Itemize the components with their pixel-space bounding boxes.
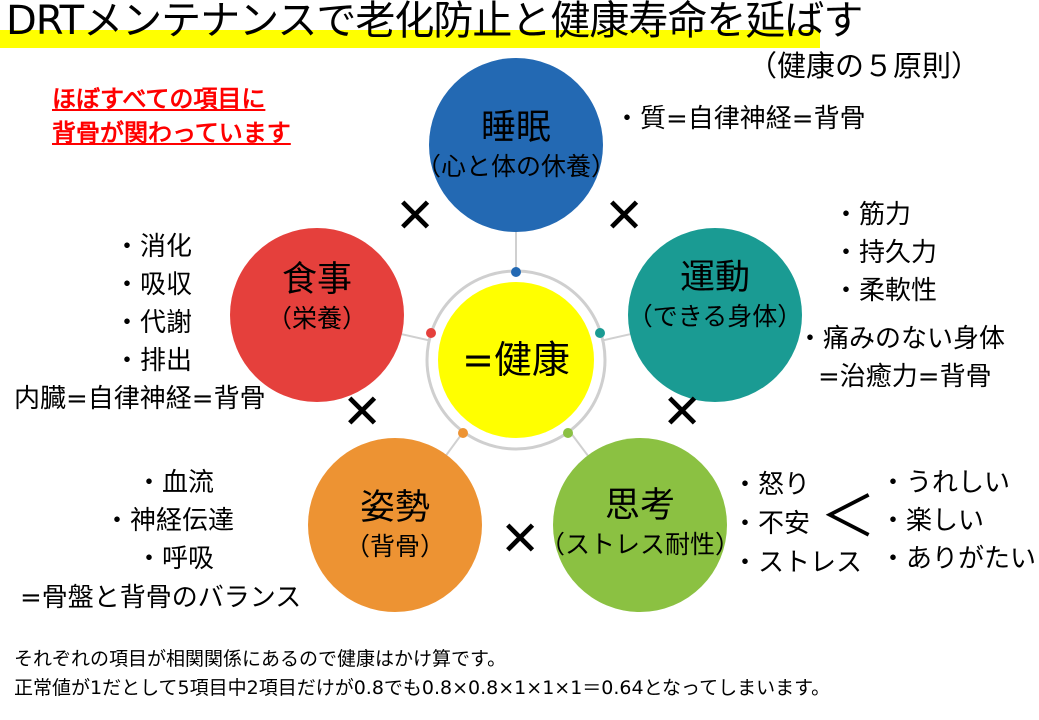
thinking-neg-3: ・ストレス xyxy=(732,548,863,578)
node-exercise: 運動 （できる身体） xyxy=(627,258,803,331)
node-thinking-title: 思考 xyxy=(604,486,676,526)
thinking-pos-2: ・楽しい xyxy=(880,506,985,536)
diet-extra: 内臓=自律神経=背骨 xyxy=(14,384,266,414)
node-sleep-title: 睡眠 xyxy=(480,108,552,148)
node-thinking-circle xyxy=(553,438,727,612)
times-sign-sleep-exercise: ✕ xyxy=(604,188,645,244)
node-diet-circle xyxy=(230,228,404,402)
posture-extra: =骨盤と背骨のバランス xyxy=(20,583,302,613)
footer-line-2: 正常値が1だとして5項目中2項目だけが0.8でも0.8×0.8×1×1×1＝0.… xyxy=(14,677,831,699)
dot-thinking xyxy=(563,428,573,438)
exercise-extra-1: ・痛みのない身体 xyxy=(797,324,1006,354)
node-sleep-circle xyxy=(429,58,603,232)
sleep-detail-1: ・質=自律神経=背骨 xyxy=(614,104,866,134)
times-sign-diet-posture: ✕ xyxy=(342,384,383,440)
node-sleep-sub: （心と体の休養） xyxy=(415,152,617,181)
dot-exercise xyxy=(595,328,605,338)
page-subtitle: （健康の５原則） xyxy=(748,49,981,83)
node-thinking-sub: （ストレス耐性） xyxy=(539,530,741,559)
center-circle xyxy=(438,282,594,438)
diet-detail-1: ・消化 xyxy=(114,232,193,262)
thinking-pos-3: ・ありがたい xyxy=(880,544,1037,574)
diet-detail-4: ・排出 xyxy=(114,346,193,376)
node-posture-circle xyxy=(308,438,482,612)
less-than-sign: ＜ xyxy=(820,485,876,550)
times-sign-posture-thinking: ✕ xyxy=(500,511,541,567)
node-thinking: 思考 （ストレス耐性） xyxy=(539,486,741,559)
dot-sleep xyxy=(511,267,521,277)
dot-diet xyxy=(426,328,436,338)
node-diet: 食事 （栄養） xyxy=(266,260,368,333)
times-sign-diet-sleep: ✕ xyxy=(395,188,436,244)
thinking-neg-1: ・怒り xyxy=(732,470,811,500)
center-label: =健康 xyxy=(462,338,570,382)
node-posture-sub: （背骨） xyxy=(344,532,446,561)
page-title: DRTメンテナンスで老化防止と健康寿命を延ばす xyxy=(6,0,863,44)
node-sleep: 睡眠 （心と体の休養） xyxy=(415,108,617,181)
thinking-pos-1: ・うれしい xyxy=(880,468,1011,498)
node-exercise-title: 運動 xyxy=(679,258,751,298)
note-line-1: ほぼすべての項目に xyxy=(52,85,266,113)
times-sign-exercise-thinking: ✕ xyxy=(662,384,703,440)
node-diet-title: 食事 xyxy=(281,260,353,300)
node-posture: 姿勢 （背骨） xyxy=(344,488,446,561)
exercise-detail-2: ・持久力 xyxy=(833,238,938,268)
thinking-neg-2: ・不安 xyxy=(732,509,811,539)
dot-posture xyxy=(458,428,468,438)
node-exercise-circle xyxy=(628,228,802,402)
posture-detail-1: ・血流 xyxy=(136,468,215,498)
exercise-detail-3: ・柔軟性 xyxy=(833,276,938,306)
node-exercise-sub: （できる身体） xyxy=(627,302,803,331)
diet-detail-3: ・代謝 xyxy=(114,308,193,338)
title-highlight xyxy=(0,30,820,48)
footer-line-1: それぞれの項目が相関関係にあるので健康はかけ算です。 xyxy=(14,648,507,670)
exercise-extra-2: =治癒力=背骨 xyxy=(818,362,992,392)
node-diet-sub: （栄養） xyxy=(266,304,368,333)
posture-detail-3: ・呼吸 xyxy=(136,544,215,574)
posture-detail-2: ・神経伝達 xyxy=(104,506,235,536)
note-line-2: 背骨が関わっています xyxy=(52,119,291,147)
exercise-detail-1: ・筋力 xyxy=(833,200,912,230)
diet-detail-2: ・吸収 xyxy=(114,270,193,300)
node-posture-title: 姿勢 xyxy=(359,488,431,528)
